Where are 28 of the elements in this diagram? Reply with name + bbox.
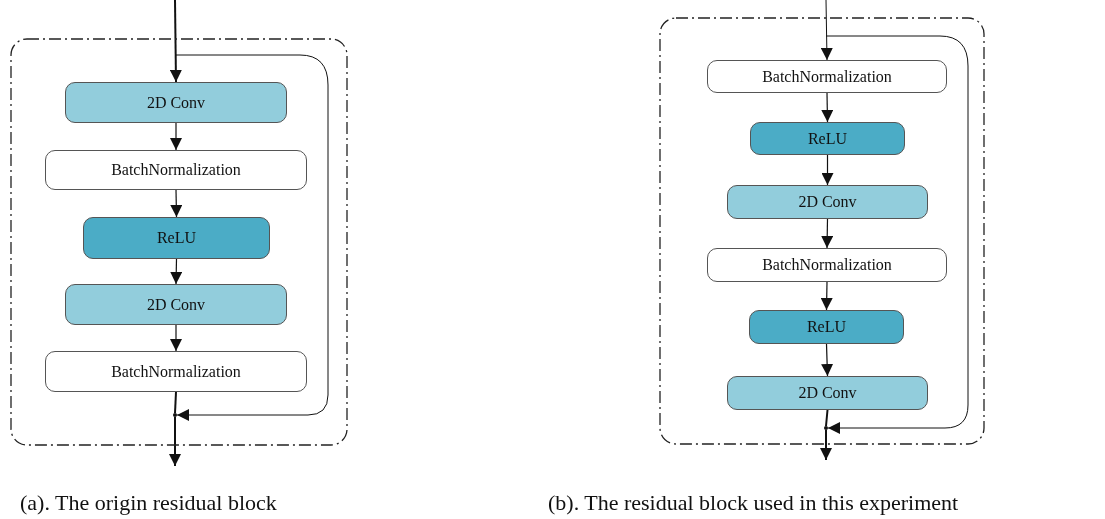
layer-box: BatchNormalization: [45, 351, 307, 392]
layer-box: BatchNormalization: [45, 150, 307, 190]
arrow: [170, 122, 182, 151]
arrow: [170, 324, 182, 352]
arrow: [825, 35, 969, 434]
layer-box: 2D Conv: [65, 82, 287, 123]
caption: (a). The origin residual block: [20, 489, 277, 517]
layer-box: ReLU: [750, 122, 905, 155]
arrow: [821, 343, 834, 377]
layer-box: BatchNormalization: [707, 60, 947, 93]
caption: (b). The residual block used in this experiment: [548, 489, 959, 517]
arrow: [170, 258, 183, 285]
arrow: [169, 416, 181, 467]
layer-box: 2D Conv: [727, 185, 928, 219]
arrow: [170, 189, 183, 218]
arrow: [821, 154, 834, 186]
layer-box: ReLU: [83, 217, 270, 259]
layer-box: 2D Conv: [65, 284, 287, 325]
layer-box: BatchNormalization: [707, 248, 947, 282]
layer-box: ReLU: [749, 310, 904, 344]
arrow: [820, 281, 833, 311]
arrow: [174, 54, 329, 421]
arrow: [169, 0, 182, 83]
arrow: [820, 429, 832, 461]
arrow: [821, 92, 834, 123]
arrow: [820, 0, 833, 61]
layer-box: 2D Conv: [727, 376, 928, 410]
arrow: [821, 218, 834, 249]
